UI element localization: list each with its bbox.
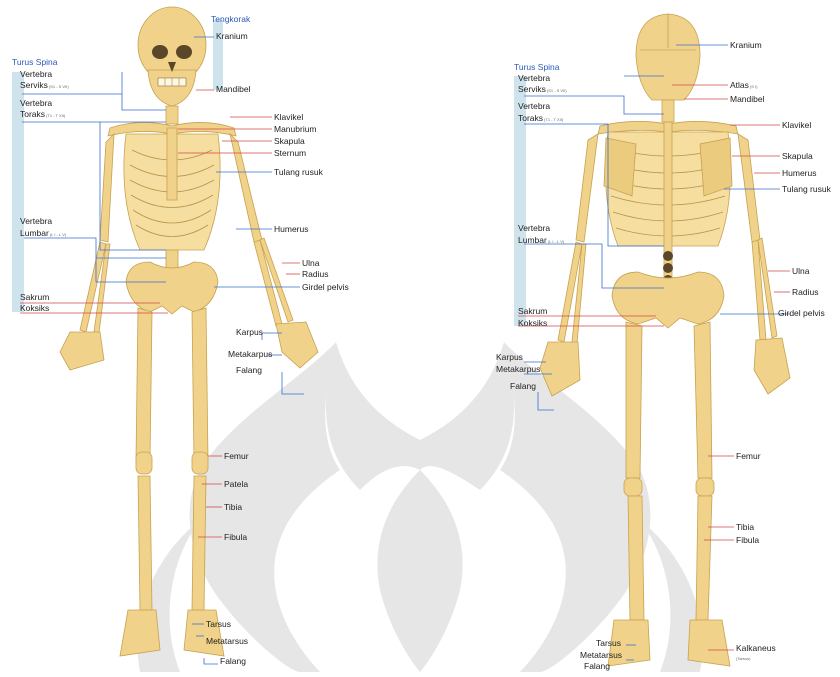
front-label-skapula: Skapula [274, 136, 305, 146]
back-label-kranium: Kranium [730, 40, 762, 50]
front-label-lumbar-text: Lumbar [20, 228, 49, 238]
front-label-toraks-text: Toraks [20, 109, 45, 119]
back-label-lumbar-range: (L I - L V) [548, 239, 564, 244]
front-ribcage [124, 128, 220, 250]
front-label-vertebra-serviks-1: Vertebra [20, 69, 52, 79]
front-label-femur: Femur [224, 451, 249, 461]
front-cervical [166, 106, 178, 124]
back-label-kalkaneus: Kalkaneus [736, 643, 776, 653]
back-label-skapula: Skapula [782, 151, 813, 161]
front-label-ulna: Ulna [302, 258, 319, 268]
back-label-ulna: Ulna [792, 266, 809, 276]
front-label-klavikel: Klavikel [274, 112, 303, 122]
front-label-metatarsus: Metatarsus [206, 636, 248, 646]
front-label-serviks-text: Serviks [20, 80, 48, 90]
front-label-vertebra-lumbar-1: Vertebra [20, 216, 52, 226]
front-skull [138, 7, 206, 106]
back-label-vertebra-lumbar-2: Lumbar(L I - L V) [518, 235, 564, 247]
front-label-koksiks: Koksiks [20, 303, 49, 313]
back-label-femur: Femur [736, 451, 761, 461]
front-label-fibula: Fibula [224, 532, 247, 542]
front-label-tulang-rusuk: Tulang rusuk [274, 167, 323, 177]
back-label-vertebra-serviks-2: Serviks(S1 - S VII) [518, 84, 567, 96]
back-label-turus-spina: Turus Spina [514, 62, 560, 72]
front-label-vertebra-toraks-2: Toraks(T1 - T XII) [20, 109, 65, 121]
back-pelvis [612, 272, 724, 328]
back-label-atlas: Atlas(S I) [730, 80, 757, 92]
front-label-mandibel: Mandibel [216, 84, 251, 94]
front-label-karpus: Karpus [236, 327, 263, 337]
back-label-fibula: Fibula [736, 535, 759, 545]
front-label-patela: Patela [224, 479, 248, 489]
back-cervical [662, 100, 674, 122]
front-label-vertebra-toraks-1: Vertebra [20, 98, 52, 108]
back-label-vertebra-lumbar-1: Vertebra [518, 223, 550, 233]
back-label-karpus: Karpus [496, 352, 523, 362]
back-label-toraks-text: Toraks [518, 113, 543, 123]
front-label-lumbar-range: (L I - L V) [50, 232, 66, 237]
front-skeleton [60, 7, 318, 656]
back-label-mandibel: Mandibel [730, 94, 765, 104]
back-label-atlas-text: Atlas [730, 80, 749, 90]
front-label-falang-hand: Falang [236, 365, 262, 375]
back-label-metatarsus: Metatarsus [580, 650, 622, 660]
back-label-kalkaneus-sub: (Tarsus) [736, 654, 750, 664]
back-label-vertebra-toraks-2: Toraks(T1 - T XII) [518, 113, 563, 125]
front-label-falang-foot: Falang [220, 656, 246, 666]
back-label-tulang-rusuk: Tulang rusuk [782, 184, 831, 194]
front-label-kranium: Kranium [216, 31, 248, 41]
front-label-turus-spina: Turus Spina [12, 57, 58, 67]
front-spine-bar [12, 72, 24, 312]
front-label-tarsus: Tarsus [206, 619, 231, 629]
back-label-lumbar-text: Lumbar [518, 235, 547, 245]
front-label-tibia: Tibia [224, 502, 242, 512]
back-spine [663, 122, 673, 294]
back-label-tibia: Tibia [736, 522, 754, 532]
front-label-serviks-range: (S1 - S VII) [49, 84, 69, 89]
front-label-tengkorak: Tengkorak [211, 14, 250, 24]
back-label-radius: Radius [792, 287, 818, 297]
back-label-klavikel: Klavikel [782, 120, 811, 130]
back-label-vertebra-serviks-1: Vertebra [518, 73, 550, 83]
back-label-falang-hand: Falang [510, 381, 536, 391]
front-label-girdel-pelvis: Girdel pelvis [302, 282, 349, 292]
front-label-sternum: Sternum [274, 148, 306, 158]
front-label-vertebra-lumbar-2: Lumbar(L I - L V) [20, 228, 66, 240]
back-label-vertebra-toraks-1: Vertebra [518, 101, 550, 111]
back-label-koksiks: Koksiks [518, 318, 547, 328]
front-label-vertebra-serviks-2: Serviks(S1 - S VII) [20, 80, 69, 92]
back-label-humerus: Humerus [782, 168, 816, 178]
back-label-girdel-pelvis: Girdel pelvis [778, 308, 825, 318]
back-label-falang-foot: Falang [584, 661, 610, 671]
back-legs [608, 322, 730, 666]
front-label-humerus: Humerus [274, 224, 308, 234]
front-pelvis [126, 262, 218, 314]
front-label-toraks-range: (T1 - T XII) [46, 113, 65, 118]
back-label-sakrum: Sakrum [518, 306, 547, 316]
front-label-sakrum: Sakrum [20, 292, 49, 302]
front-label-radius: Radius [302, 269, 328, 279]
back-label-atlas-range: (S I) [750, 84, 758, 89]
front-label-manubrium: Manubrium [274, 124, 317, 134]
front-label-metakarpus: Metakarpus [228, 349, 272, 359]
back-label-serviks-text: Serviks [518, 84, 546, 94]
back-label-toraks-range: (T1 - T XII) [544, 117, 563, 122]
back-label-tarsus: Tarsus [596, 638, 621, 648]
back-label-serviks-range: (S1 - S VII) [547, 88, 567, 93]
back-label-metakarpus: Metakarpus [496, 364, 540, 374]
